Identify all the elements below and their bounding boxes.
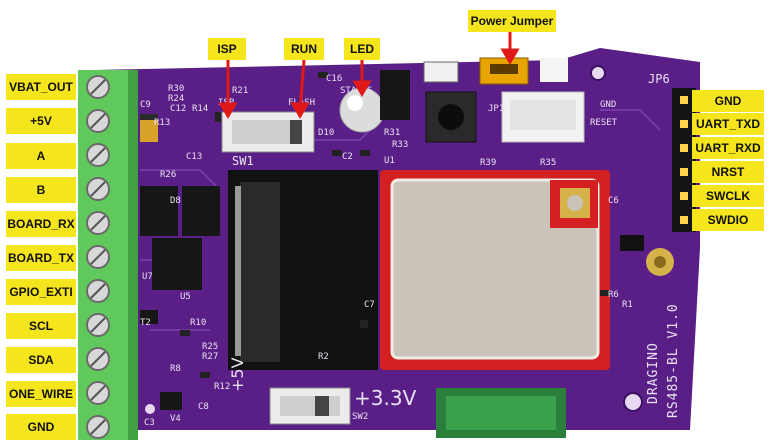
- silk-t2: T2: [140, 318, 151, 328]
- screw-slot: [90, 249, 106, 265]
- label-gnd-right: GND: [692, 90, 764, 112]
- silk-sw2: SW2: [352, 412, 369, 422]
- silk-c8: C8: [198, 402, 209, 412]
- silk-r31: R31: [384, 128, 401, 138]
- silk-c6: C6: [608, 196, 619, 206]
- silk-d10: D10: [318, 128, 335, 138]
- silk-r33: R33: [392, 140, 409, 150]
- label-board-tx: BOARD_TX: [6, 245, 76, 271]
- screw-slot: [90, 215, 106, 231]
- silk-status: STATUS: [340, 86, 373, 96]
- screw-slot: [90, 79, 106, 95]
- silk-flash: FLASH: [288, 98, 316, 108]
- silk-r8: R8: [170, 364, 181, 374]
- silk-c3: C3: [144, 418, 155, 428]
- label-a: A: [6, 143, 76, 169]
- label-led: LED: [344, 38, 380, 60]
- silk-c13: C13: [186, 152, 203, 162]
- ic: [380, 70, 410, 120]
- silk-c16: C16: [326, 74, 343, 84]
- ic: [152, 238, 202, 290]
- label-swclk: SWCLK: [692, 185, 764, 207]
- silk-u5: U5: [180, 292, 191, 302]
- silk-r25: R25: [202, 342, 219, 352]
- silk-c12: C12: [170, 104, 187, 114]
- screw-slot: [90, 181, 106, 197]
- label-5v: +5V: [6, 108, 76, 134]
- silk-u7: U7: [142, 272, 153, 282]
- silk-r21: R21: [232, 86, 249, 96]
- ic: [182, 186, 220, 236]
- screw-slot: [90, 147, 106, 163]
- label-b: B: [6, 177, 76, 203]
- silk-r6: R6: [608, 290, 619, 300]
- label-uart-rxd: UART_RXD: [692, 137, 764, 159]
- label-scl: SCL: [6, 313, 76, 339]
- silk-r10: R10: [190, 318, 207, 328]
- silk-r39: R39: [480, 158, 497, 168]
- label-run: RUN: [284, 38, 324, 60]
- label-nrst: NRST: [692, 161, 764, 183]
- silk-u1: U1: [384, 156, 395, 166]
- rf-shield: [392, 180, 598, 358]
- header-pin: [680, 120, 688, 128]
- silk-c2: C2: [342, 152, 353, 162]
- label-swdio: SWDIO: [692, 209, 764, 231]
- mount-hole: [590, 65, 606, 81]
- silk-v4: V4: [170, 414, 181, 424]
- silk-5v: +5V: [228, 357, 247, 392]
- label-one-wire: ONE_WIRE: [6, 381, 76, 407]
- silk-r24: R24: [168, 94, 185, 104]
- ic: [140, 186, 178, 236]
- silk-sw1: SW1: [232, 154, 254, 168]
- mount-hole: [145, 404, 155, 414]
- screw-slot: [90, 283, 106, 299]
- header-jp6: [672, 88, 696, 232]
- silk-c7: C7: [364, 300, 375, 310]
- header-pin: [680, 168, 688, 176]
- silk-isp: ISP: [218, 98, 235, 108]
- screw-slot: [90, 419, 106, 435]
- silk-r12: R12: [214, 382, 231, 392]
- header-pin: [680, 216, 688, 224]
- silk-reset: RESET: [590, 118, 618, 128]
- silk-r14: R14: [192, 104, 209, 114]
- screw-slot: [90, 113, 106, 129]
- silk-gnd: GND: [600, 100, 617, 110]
- header-pin: [680, 96, 688, 104]
- silk-jp6: JP6: [648, 72, 670, 86]
- silk-3v3: +3.3V: [354, 386, 417, 410]
- label-power-jumper: Power Jumper: [468, 10, 556, 32]
- capacitor: [140, 114, 158, 142]
- silk-r2: R2: [318, 352, 329, 362]
- label-sda: SDA: [6, 347, 76, 373]
- silk-r27: R27: [202, 352, 219, 362]
- silk-r13: R13: [154, 118, 171, 128]
- silk-r26: R26: [160, 170, 177, 180]
- screw-slot: [90, 317, 106, 333]
- label-uart-txd: UART_TXD: [692, 113, 764, 135]
- label-gpio-exti: GPIO_EXTI: [6, 279, 76, 305]
- silk-r30: R30: [168, 84, 185, 94]
- header-pin: [680, 192, 688, 200]
- terminal-screws: [86, 75, 110, 439]
- label-gnd-left: GND: [6, 414, 76, 440]
- silk-brand: DRAGINO: [646, 342, 661, 404]
- label-vbat-out: VBAT_OUT: [6, 74, 76, 100]
- mount-hole: [623, 392, 643, 412]
- silk-c9: C9: [140, 100, 151, 110]
- silk-r35: R35: [540, 158, 557, 168]
- silk-model: RS485-BL V1.0: [666, 303, 681, 418]
- screw-slot: [90, 385, 106, 401]
- silk-jp1: JP1: [488, 104, 505, 114]
- label-board-rx: BOARD_RX: [6, 211, 76, 237]
- screw-slot: [90, 351, 106, 367]
- header-pin: [680, 144, 688, 152]
- label-isp: ISP: [208, 38, 246, 60]
- silk-d8: D8: [170, 196, 181, 206]
- silk-r1: R1: [622, 300, 633, 310]
